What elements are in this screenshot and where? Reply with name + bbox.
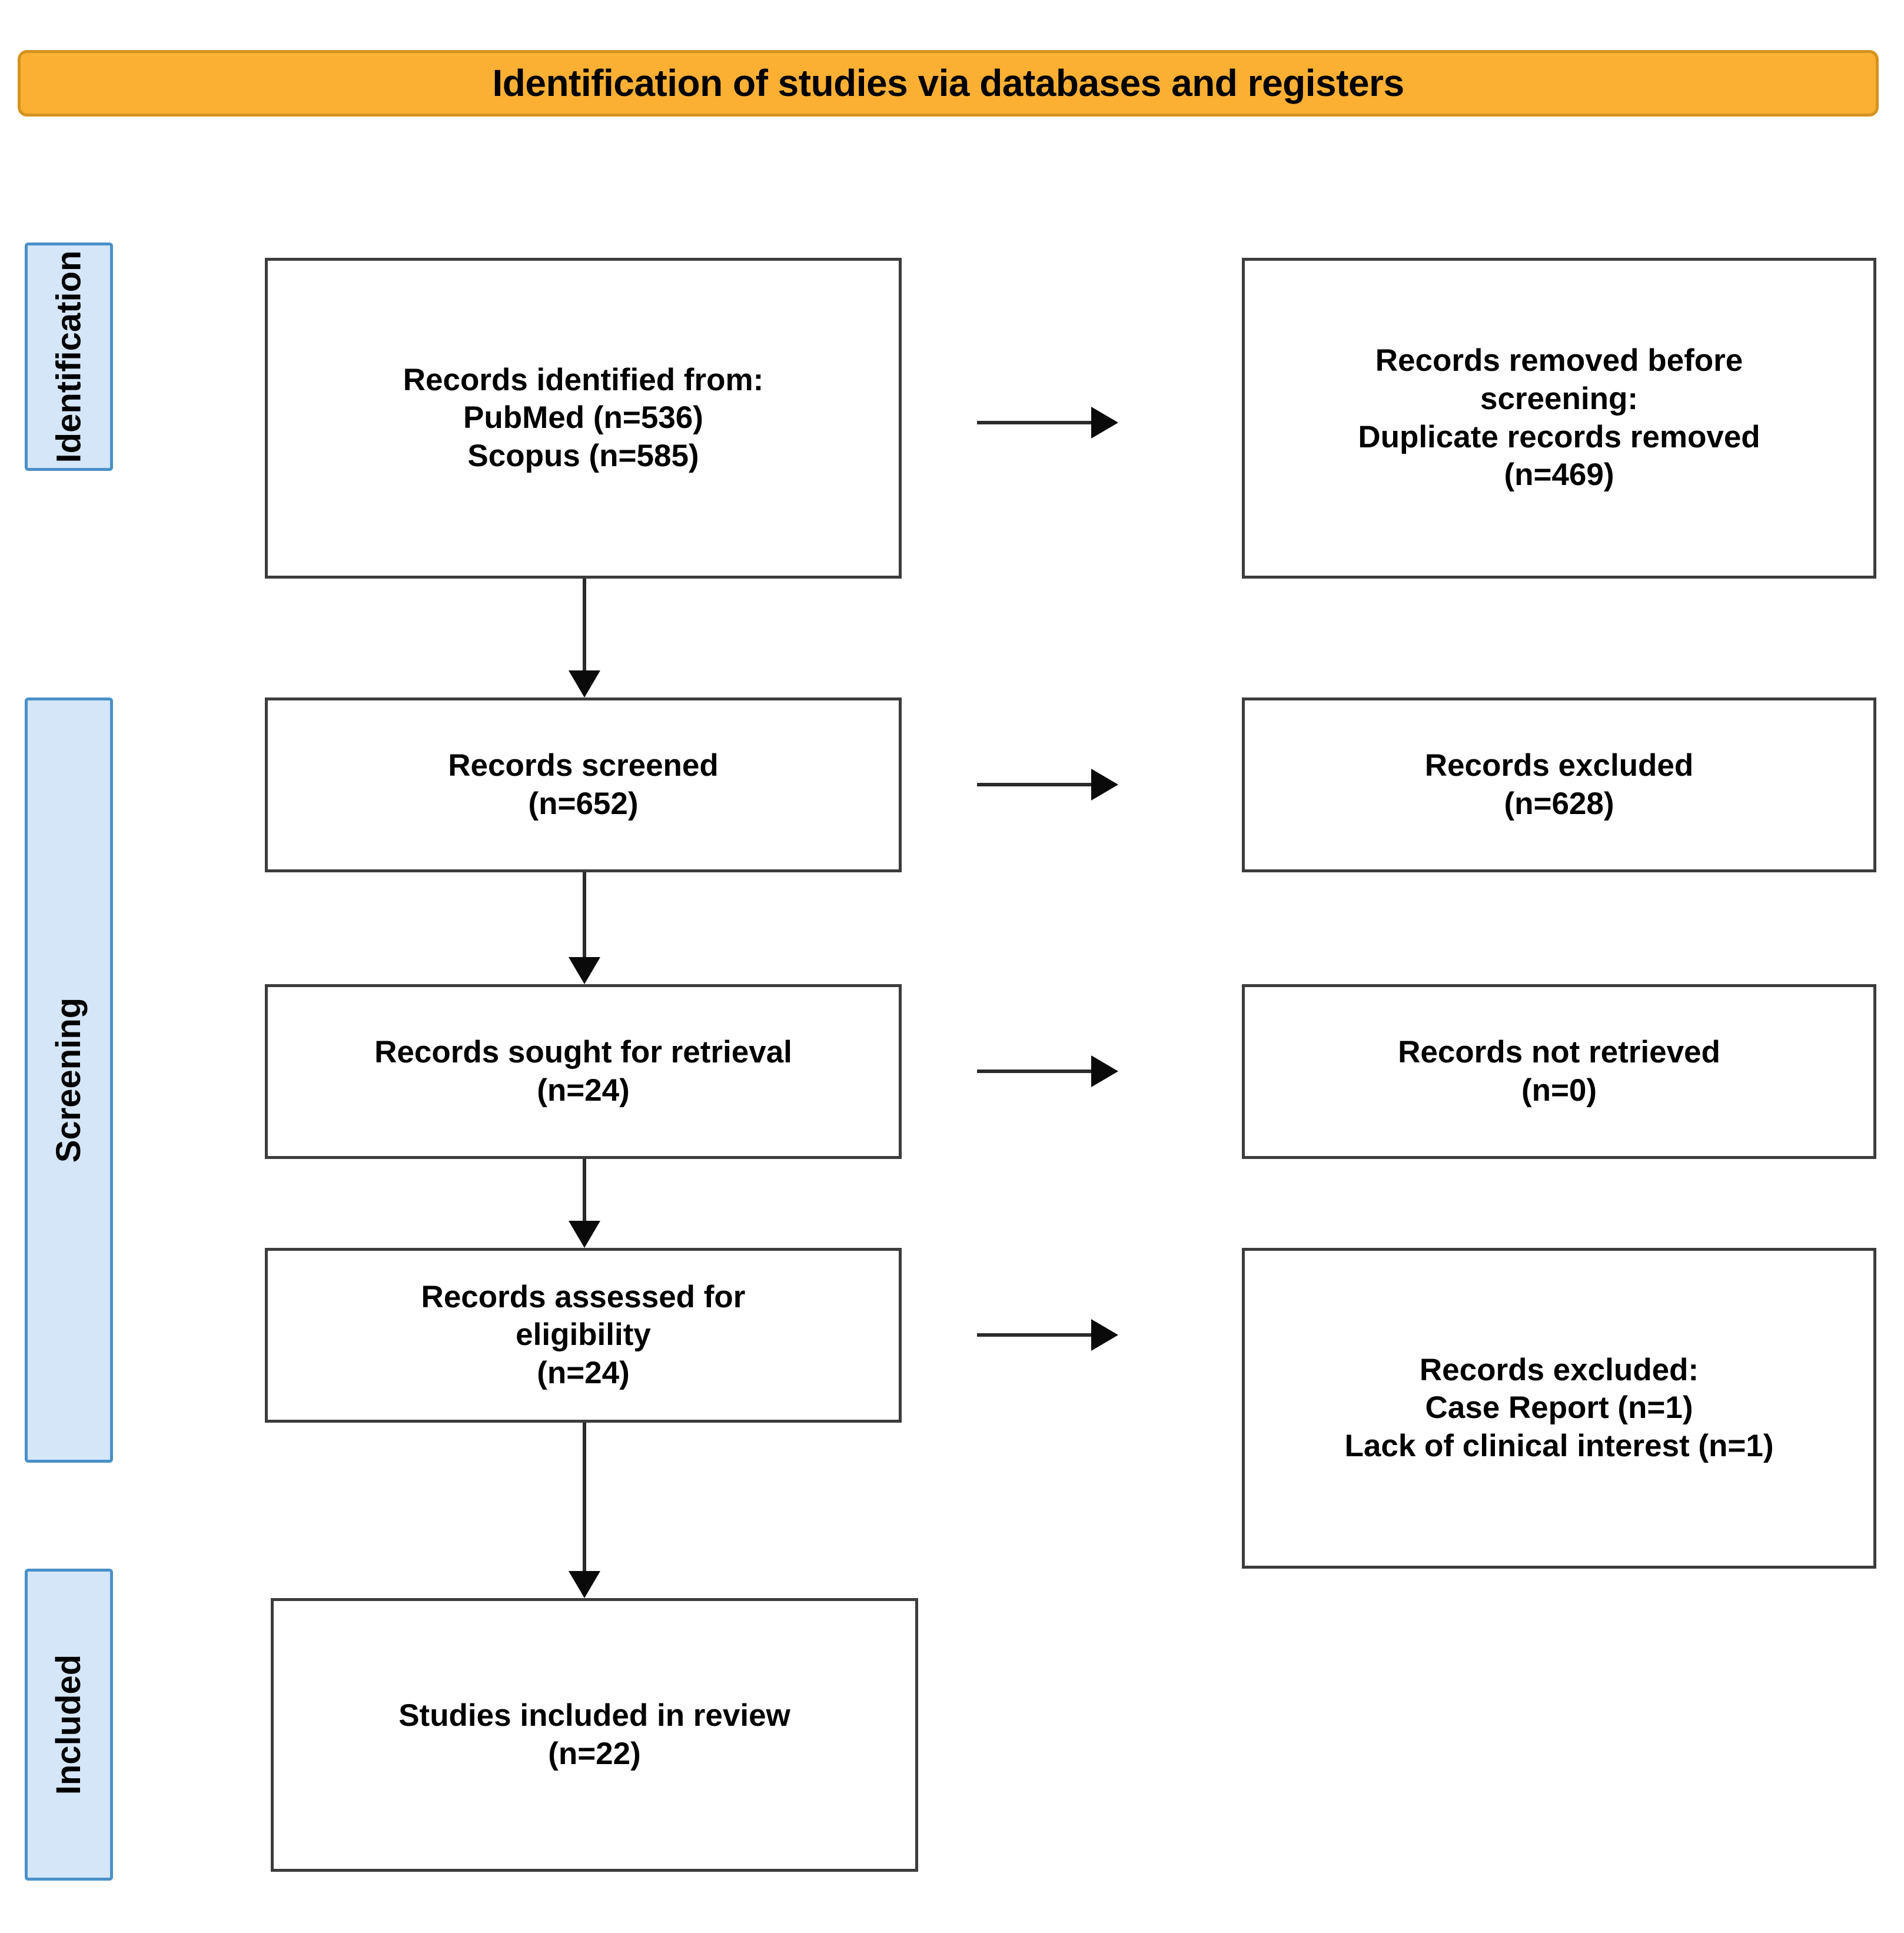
stage-band-included: Included	[25, 1569, 113, 1881]
stage-label-screening: Screening	[49, 997, 88, 1163]
arrow-head-down-icon	[569, 1571, 600, 1598]
connector-line	[977, 783, 1091, 786]
box-records-assessed-for-eligibility: Records assessed for eligibility (n=24)	[265, 1248, 902, 1423]
box-records-removed-before-screening: Records removed before screening: Duplic…	[1242, 258, 1876, 579]
box-records-assessed-for-eligibility-text: Records assessed for eligibility (n=24)	[421, 1279, 746, 1390]
arrow-head-right-icon	[1091, 1319, 1118, 1351]
connector-line	[583, 1159, 586, 1221]
arrow-head-right-icon	[1091, 769, 1118, 801]
box-records-excluded: Records excluded (n=628)	[1242, 698, 1876, 872]
arrow-head-right-icon	[1091, 1055, 1118, 1087]
box-records-sought-for-retrieval-text: Records sought for retrieval (n=24)	[374, 1034, 792, 1108]
arrow-head-right-icon	[1091, 407, 1118, 439]
arrow-head-down-icon	[569, 1221, 600, 1248]
box-records-excluded-with-reasons: Records excluded: Case Report (n=1) Lack…	[1242, 1248, 1876, 1569]
box-records-excluded-text: Records excluded (n=628)	[1424, 748, 1694, 821]
arrow-head-down-icon	[569, 670, 600, 698]
connector-line	[583, 872, 586, 957]
stage-label-identification: Identification	[49, 250, 88, 463]
connector-line	[977, 421, 1091, 424]
box-records-identified: Records identified from: PubMed (n=536) …	[265, 258, 902, 579]
box-records-sought-for-retrieval: Records sought for retrieval (n=24)	[265, 984, 902, 1159]
stage-band-screening: Screening	[25, 698, 113, 1463]
box-records-screened: Records screened (n=652)	[265, 698, 902, 872]
arrow-head-down-icon	[569, 957, 600, 984]
connector-line	[583, 1423, 586, 1571]
box-studies-included-in-review-text: Studies included in review (n=22)	[398, 1698, 790, 1771]
connector-line	[977, 1333, 1091, 1337]
diagram-title: Identification of studies via databases …	[492, 62, 1404, 105]
connector-line	[583, 579, 586, 673]
box-records-excluded-with-reasons-text: Records excluded: Case Report (n=1) Lack…	[1344, 1352, 1774, 1463]
stage-band-identification: Identification	[25, 243, 113, 471]
diagram-header-banner: Identification of studies via databases …	[18, 50, 1879, 117]
box-records-not-retrieved-text: Records not retrieved (n=0)	[1398, 1034, 1720, 1108]
stage-label-included: Included	[49, 1654, 88, 1795]
box-records-screened-text: Records screened (n=652)	[448, 748, 719, 821]
box-studies-included-in-review: Studies included in review (n=22)	[271, 1598, 918, 1872]
box-records-removed-before-screening-text: Records removed before screening: Duplic…	[1358, 343, 1760, 493]
connector-line	[977, 1070, 1091, 1073]
box-records-not-retrieved: Records not retrieved (n=0)	[1242, 984, 1876, 1159]
box-records-identified-text: Records identified from: PubMed (n=536) …	[403, 362, 764, 473]
